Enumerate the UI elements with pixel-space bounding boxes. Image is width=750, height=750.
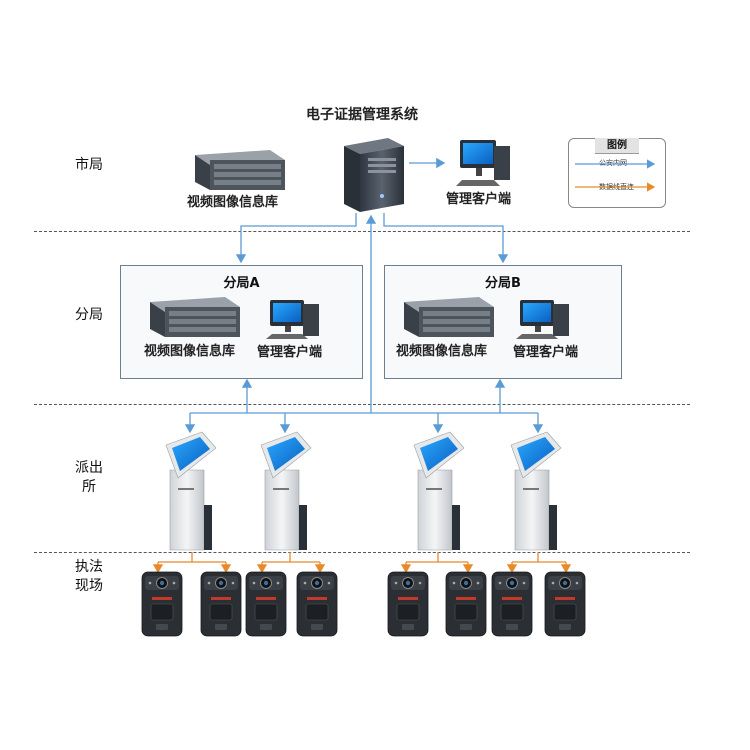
body-worn-camera-icon [245, 571, 287, 637]
tier-label-branch: 分局 [75, 307, 103, 323]
tier-divider [34, 552, 690, 553]
network-links [184, 157, 544, 434]
tier-divider [34, 404, 690, 405]
desktop-computer-icon [456, 140, 510, 186]
body-worn-camera-icon [445, 571, 487, 637]
tier-label-station: 派出所 [75, 460, 103, 495]
legend-title: 图例 [595, 138, 639, 154]
tier-label-city: 市局 [75, 157, 103, 173]
body-worn-camera-icon [491, 571, 533, 637]
collection-station-kiosk-icon [260, 431, 312, 551]
body-worn-camera-icon [387, 571, 429, 637]
desktop-computer-icon [516, 300, 569, 339]
usb-links [152, 552, 572, 574]
branch-a-video-db-caption: 视频图像信息库 [144, 344, 236, 359]
rack-storage-icon [404, 297, 494, 337]
top-video-db-caption: 视频图像信息库 [187, 195, 279, 210]
rack-storage-icon [195, 150, 285, 190]
branch-a-client-caption: 管理客户端 [257, 345, 323, 360]
rack-storage-icon [150, 297, 240, 337]
branch-b-title: 分局B [485, 276, 521, 291]
body-worn-camera-icon [544, 571, 586, 637]
branch-b-client-caption: 管理客户端 [513, 345, 579, 360]
collection-station-kiosk-icon [510, 431, 562, 551]
body-worn-camera-icon [296, 571, 338, 637]
desktop-computer-icon [266, 300, 319, 339]
body-worn-camera-icon [200, 571, 242, 637]
branch-a-title: 分局A [223, 276, 260, 291]
system-title: 电子证据管理系统 [306, 107, 418, 123]
tier-label-field: 执法现场 [75, 559, 103, 594]
tier-divider [34, 231, 690, 232]
body-worn-camera-icon [141, 571, 183, 637]
legend-item-network: 公安内网 [599, 159, 627, 167]
collection-station-kiosk-icon [413, 431, 465, 551]
collection-station-kiosk-icon [165, 431, 217, 551]
top-client-caption: 管理客户端 [446, 192, 512, 207]
branch-b-video-db-caption: 视频图像信息库 [396, 344, 488, 359]
server-tower-icon [344, 138, 404, 212]
